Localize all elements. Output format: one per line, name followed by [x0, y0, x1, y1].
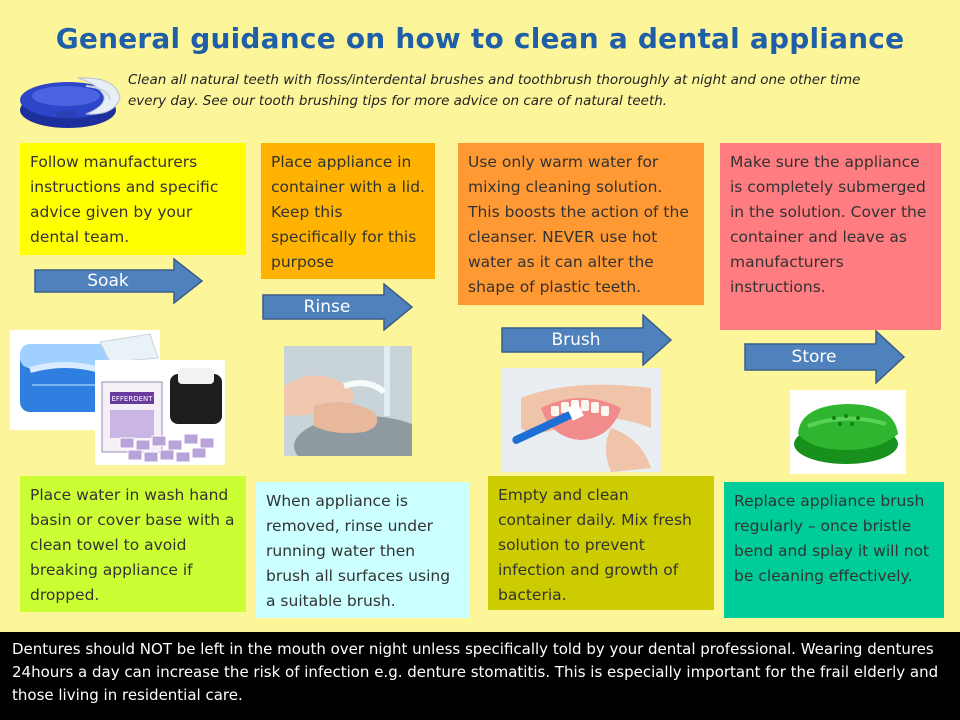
rinse-arrow: Rinse: [262, 283, 414, 331]
store-arrow: Store: [744, 330, 906, 384]
intro-text: Clean all natural teeth with floss/inter…: [128, 72, 861, 109]
hands-rinse-photo: [284, 346, 412, 456]
product-label: EFFERDENT: [111, 395, 153, 403]
footer-warning: Dentures should NOT be left in the mouth…: [0, 632, 960, 720]
brush-label: Brush: [551, 330, 601, 350]
step-brush-top-box: Use only warm water for mixing cleaning …: [458, 143, 704, 305]
rinse-label: Rinse: [303, 297, 351, 317]
step-brush-bottom-box: Empty and clean container daily. Mix fre…: [488, 476, 714, 610]
step-store-bottom-box: Replace appliance brush regularly – once…: [724, 482, 944, 618]
step-rinse-top-box: Place appliance in container with a lid.…: [261, 143, 435, 279]
step-soak-top-box: Follow manufacturers instructions and sp…: [20, 143, 246, 255]
retainer-case-icon: [16, 70, 126, 132]
step-soak-bottom-box: Place water in wash hand basin or cover …: [20, 476, 246, 612]
green-case-photo: [790, 390, 906, 474]
page-title: General guidance on how to clean a denta…: [55, 22, 905, 55]
soak-label: Soak: [87, 271, 129, 291]
step-store-top-box: Make sure the appliance is completely su…: [720, 143, 941, 330]
soak-arrow: Soak: [34, 258, 204, 304]
store-label: Store: [791, 347, 837, 367]
brush-arrow: Brush: [501, 314, 673, 366]
denture-brush-photo: [501, 368, 661, 472]
step-rinse-bottom-box: When appliance is removed, rinse under r…: [256, 482, 470, 618]
denture-bath-photo: EFFERDENT: [10, 330, 225, 465]
